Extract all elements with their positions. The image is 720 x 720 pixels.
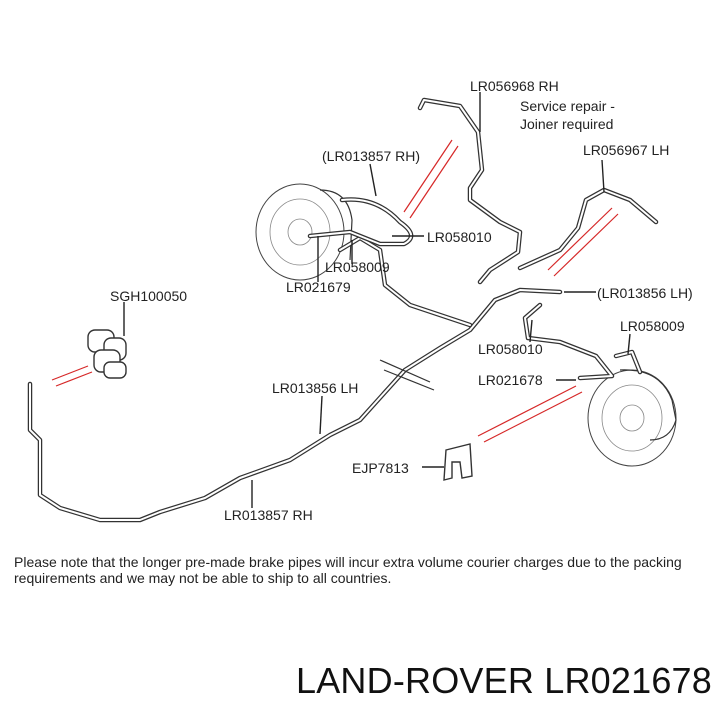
- right-hoses: [522, 302, 643, 381]
- sgh100050-connector: [87, 329, 127, 379]
- ejp7813-clip: [443, 443, 473, 481]
- label-lr058010-top: LR058010: [427, 229, 492, 245]
- brand-part-title: LAND-ROVER LR021678: [296, 660, 712, 701]
- label-lr058009-right: LR058009: [620, 318, 685, 334]
- label-service-repair-1: Service repair -: [520, 98, 615, 114]
- left-hoses: [307, 197, 414, 247]
- label-lr021678: LR021678: [478, 372, 543, 388]
- label-lr013857-paren: (LR013857 RH): [322, 148, 420, 164]
- label-lr058009-top: LR058009: [325, 259, 390, 275]
- part-labels: LR056968 RH Service repair - Joiner requ…: [110, 78, 693, 523]
- label-lr013856: LR013856 LH: [272, 380, 358, 396]
- label-lr013857: LR013857 RH: [224, 507, 313, 523]
- label-lr021679: LR021679: [286, 279, 351, 295]
- label-lr056968: LR056968 RH: [470, 78, 559, 94]
- brake-pipe-diagram: LR056968 RH Service repair - Joiner requ…: [27, 78, 693, 523]
- shipping-note: Please note that the longer pre-made bra…: [14, 554, 682, 586]
- label-ejp7813: EJP7813: [352, 460, 409, 476]
- main-brake-pipe: [27, 287, 563, 523]
- lh-rear-pipe: [517, 187, 659, 271]
- right-brake-disc: [587, 369, 677, 467]
- pipe-break-mark: [379, 359, 435, 391]
- label-lr013856-paren: (LR013856 LH): [597, 285, 693, 301]
- label-lr056967: LR056967 LH: [583, 142, 669, 158]
- label-sgh100050: SGH100050: [110, 288, 187, 304]
- leader-lines: [123, 92, 631, 508]
- upper-brake-pipe: [337, 235, 473, 328]
- red-pointer-lines: [51, 139, 619, 443]
- rh-rear-pipe: [417, 97, 523, 285]
- label-service-repair-2: Joiner required: [520, 116, 613, 132]
- label-lr058010-mid: LR058010: [478, 341, 543, 357]
